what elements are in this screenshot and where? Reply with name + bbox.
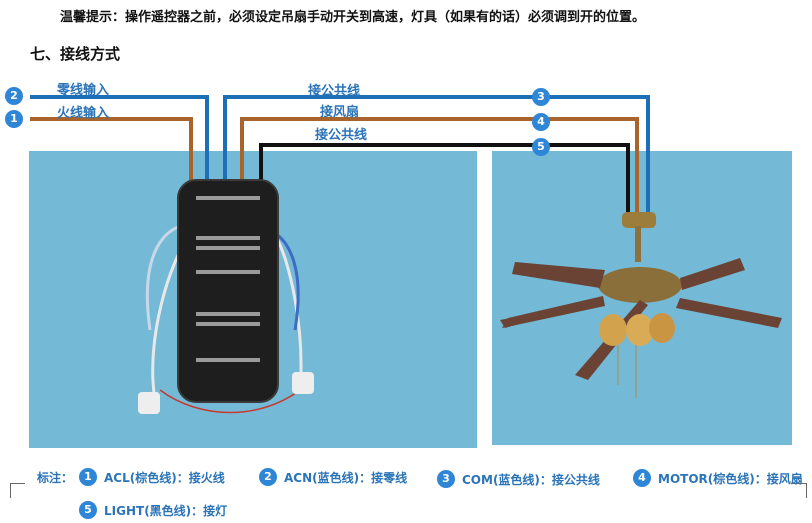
legend-item-com: COM(蓝色线)：接公共线 xyxy=(462,473,600,487)
legend-title: 标注： xyxy=(37,471,74,485)
legend-badge-4: 4 xyxy=(633,469,651,487)
warning-notice: 温馨提示：操作遥控器之前，必须设定吊扇手动开关到高速，灯具（如果有的话）必须调到… xyxy=(60,10,646,25)
legend-item-acl: ACL(棕色线)：接火线 xyxy=(104,471,225,485)
wire-neutral-blue xyxy=(30,95,209,182)
ceiling-fan-illustration xyxy=(500,212,782,398)
wire-common-blue xyxy=(223,95,650,218)
live-input-label: 火线输入 xyxy=(57,106,110,121)
badge-3-common: 3 xyxy=(532,88,550,106)
common-wire-label: 接公共线 xyxy=(308,84,361,99)
legend-badge-3: 3 xyxy=(437,470,455,488)
legend-item-acn: ACN(蓝色线)：接零线 xyxy=(284,471,408,485)
corner-mark-right xyxy=(792,483,807,498)
receiver-box-illustration xyxy=(138,179,314,414)
badge-5-light: 5 xyxy=(532,138,550,156)
badge-1-live: 1 xyxy=(5,110,23,128)
legend-badge-1: 1 xyxy=(79,468,97,486)
wire-fan-brown xyxy=(240,117,639,218)
legend-item-light: LIGHT(黑色线)：接灯 xyxy=(104,504,228,518)
fan-wire-label: 接风扇 xyxy=(320,105,360,120)
badge-2-neutral: 2 xyxy=(5,87,23,105)
common-wire-label-2: 接公共线 xyxy=(315,128,368,143)
wire-light-black xyxy=(259,143,630,218)
wire-live-brown xyxy=(30,117,193,182)
badge-4-fan: 4 xyxy=(532,113,550,131)
legend-item-motor: MOTOR(棕色线)：接风扇 xyxy=(658,472,803,486)
section-title: 七、接线方式 xyxy=(30,45,121,63)
legend-badge-2: 2 xyxy=(259,468,277,486)
legend-badge-5: 5 xyxy=(79,501,97,519)
neutral-input-label: 零线输入 xyxy=(57,83,110,98)
corner-mark-left xyxy=(10,483,25,498)
